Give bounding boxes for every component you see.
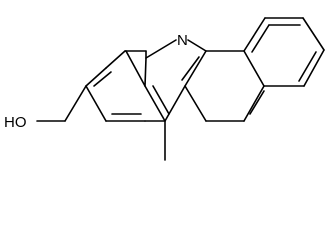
bond [184, 85, 207, 122]
chemical-structure: N HO [4, 17, 325, 161]
bond-lines [36, 17, 325, 161]
bond [164, 85, 186, 122]
bond [85, 67, 107, 87]
bond [303, 49, 325, 87]
bond [105, 50, 126, 69]
bond [184, 50, 207, 87]
bond [302, 17, 325, 51]
bond [243, 85, 265, 122]
atom-label-nitrogen: N [177, 32, 188, 49]
bond [249, 90, 265, 115]
bond [181, 56, 200, 81]
bond [144, 85, 166, 122]
bond [144, 57, 147, 87]
bond [64, 85, 87, 122]
bond [298, 51, 317, 82]
bond [187, 39, 207, 52]
bond [251, 24, 270, 53]
atom-label-hydroxyl: HO [4, 114, 27, 131]
bond [85, 85, 107, 122]
bond [243, 50, 265, 87]
bond [145, 39, 177, 59]
bond [243, 17, 266, 52]
bond [125, 50, 146, 87]
bond [152, 85, 170, 115]
bond [93, 71, 112, 87]
